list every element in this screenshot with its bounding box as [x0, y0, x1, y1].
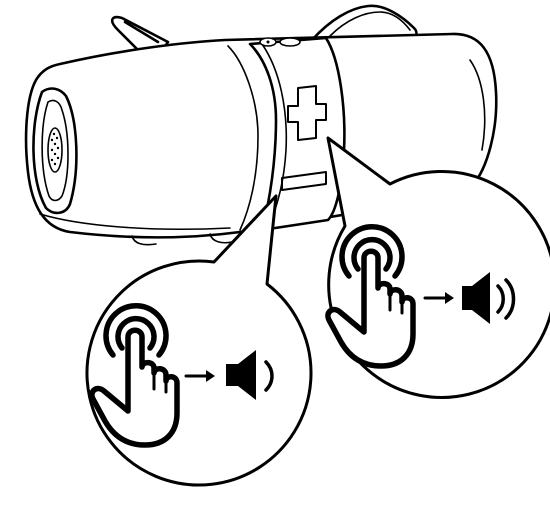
speaker-volume-low-icon — [226, 350, 274, 400]
arrow-right-icon — [184, 370, 215, 382]
callout-volume-up — [328, 136, 550, 399]
volume-down-button — [281, 171, 327, 191]
volume-up-button — [287, 85, 327, 141]
speaker-volume-high-icon — [462, 272, 516, 324]
top-buttons — [259, 37, 301, 47]
arrow-right-icon — [423, 292, 454, 304]
callout-volume-down — [85, 194, 313, 487]
passive-radiator — [32, 87, 78, 215]
